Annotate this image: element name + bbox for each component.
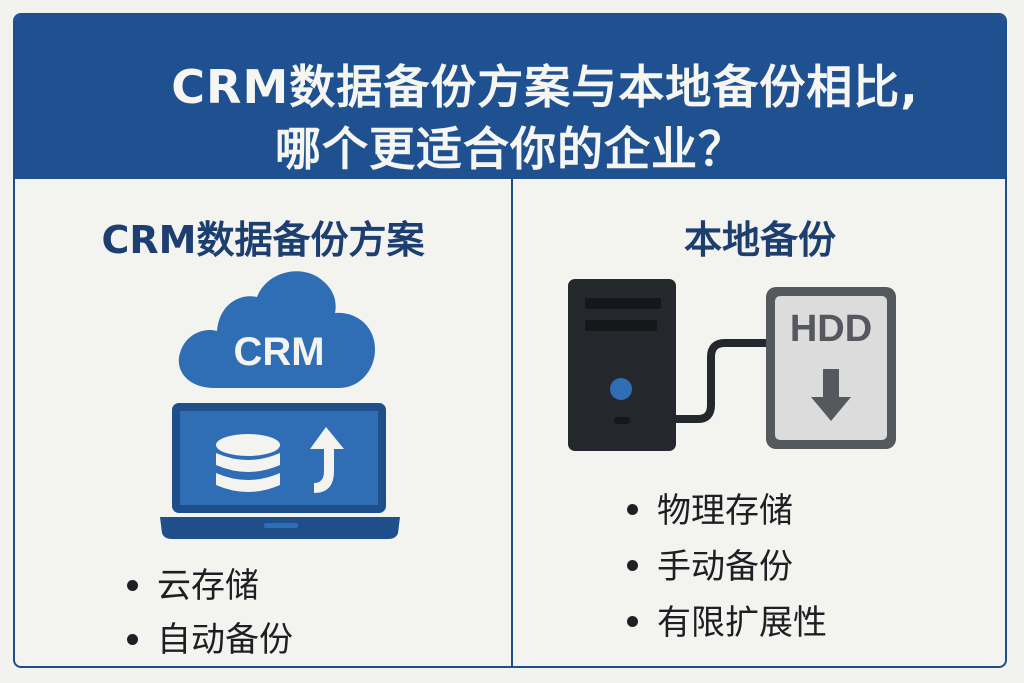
page-title-line1: CRM数据备份方案与本地备份相比,	[171, 60, 919, 114]
local-feature-item: 物理存储	[625, 483, 827, 539]
server-hdd-illustration: HDD	[568, 279, 896, 451]
database-icon	[216, 434, 280, 492]
header-banner: CRM数据备份方案与本地备份相比, 哪个更适合你的企业？	[15, 15, 1005, 179]
upload-arrow-icon	[310, 427, 344, 493]
crm-feature-list: 云存储 自动备份	[125, 559, 293, 666]
local-feature-list: 物理存储 手动备份 有限扩展性	[625, 483, 827, 651]
hdd-label: HDD	[790, 308, 872, 350]
laptop-icon	[160, 403, 400, 539]
hard-drive-icon: HDD	[766, 287, 896, 449]
page-title-line2: 哪个更适合你的企业？	[275, 122, 745, 176]
cable-icon	[676, 339, 766, 423]
local-feature-item: 手动备份	[625, 539, 827, 595]
crm-panel-title: CRM数据备份方案	[101, 218, 425, 262]
infographic-frame: CRM数据备份方案与本地备份相比, 哪个更适合你的企业？ CRM数据备份方案 C…	[13, 13, 1007, 668]
local-panel-title: 本地备份	[683, 218, 836, 262]
local-feature-item: 有限扩展性	[625, 595, 827, 651]
cloud-crm-label: CRM	[233, 330, 324, 374]
cloud-icon: CRM	[178, 271, 375, 388]
crm-feature-item: 云存储	[125, 559, 293, 613]
crm-feature-item: 自动备份	[125, 613, 293, 666]
column-divider	[511, 179, 513, 666]
crm-backup-panel: CRM数据备份方案 CRM 云存储 自动备份	[15, 179, 511, 666]
download-arrow-icon	[811, 369, 851, 421]
local-backup-panel: 本地备份 HDD 物理存储 手动备份 有限扩展性	[513, 179, 1005, 666]
server-tower-icon	[568, 279, 676, 451]
